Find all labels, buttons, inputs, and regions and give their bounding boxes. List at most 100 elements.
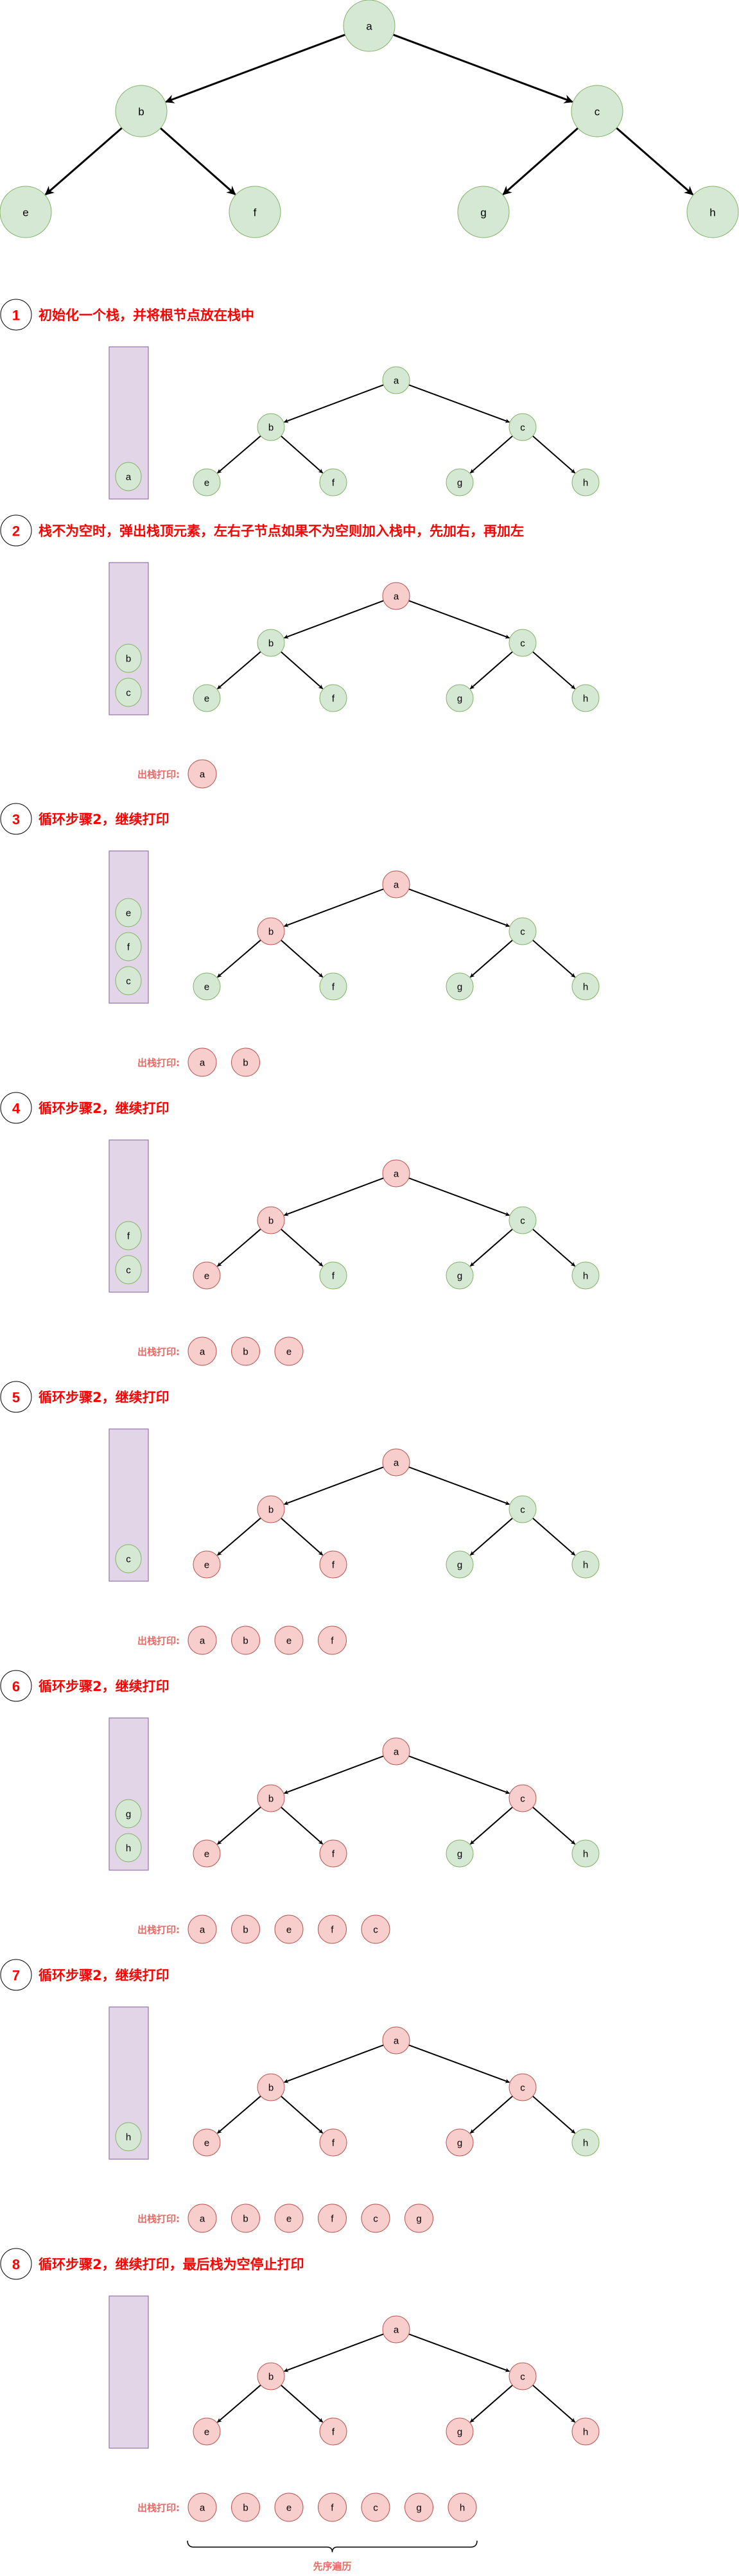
tree-edge-b-e xyxy=(217,1517,261,1556)
node-label: g xyxy=(457,2138,462,2149)
node-circle xyxy=(446,1839,474,1868)
output-item-h: h xyxy=(448,2493,477,2522)
tree-edge-a-b xyxy=(283,1755,384,1794)
node-circle xyxy=(257,917,285,945)
output-item-b: b xyxy=(231,1625,260,1655)
output-item-e: e xyxy=(274,2493,304,2522)
output-label: 出栈打印: xyxy=(137,1346,180,1358)
node-circle xyxy=(193,2128,221,2157)
tree-node-e: e xyxy=(193,1261,221,1290)
output-item-circle xyxy=(187,1047,217,1077)
tree-edge-c-g xyxy=(469,2096,513,2134)
node-label: b xyxy=(268,1794,274,1805)
node-label: g xyxy=(457,694,462,705)
tree-node-c: c xyxy=(509,1495,537,1523)
node-circle xyxy=(193,2417,221,2446)
node-circle xyxy=(257,1784,285,1812)
tree-node-g: g xyxy=(446,2128,474,2157)
stack: fc xyxy=(109,1139,149,1293)
stack-item-circle xyxy=(115,678,142,707)
node-circle xyxy=(229,186,281,238)
node-label: c xyxy=(520,1794,525,1805)
tree-edge-c-h xyxy=(532,435,576,474)
node-circle xyxy=(257,413,285,441)
output-item-label: a xyxy=(200,1925,205,1936)
tree-edge-a-c xyxy=(408,1177,510,1216)
output-item-circle xyxy=(187,2493,217,2522)
node-circle xyxy=(319,1550,347,1579)
tree-edge-c-h xyxy=(532,1518,576,1556)
stack-item-label: c xyxy=(126,976,131,987)
tree-node-c: c xyxy=(509,2073,537,2101)
stack-item-circle xyxy=(115,644,142,673)
tree-edge-c-g xyxy=(469,435,513,474)
output-item-g: g xyxy=(404,2204,433,2233)
node-circle xyxy=(193,972,221,1001)
tree-node-a: a xyxy=(382,582,410,610)
tree-node-h: h xyxy=(571,1839,600,1868)
tree-node-a: a xyxy=(382,366,410,394)
output-item-b: b xyxy=(231,1336,260,1366)
tree-edge-c-h xyxy=(532,651,576,690)
node-label: e xyxy=(204,1271,209,1282)
node-label: a xyxy=(394,880,399,891)
node-circle xyxy=(571,972,600,1001)
tree-node-f: f xyxy=(319,2128,347,2157)
stack-item-g: g xyxy=(115,1799,142,1828)
node-circle xyxy=(382,1448,410,1476)
stack: bc xyxy=(109,562,149,715)
output-item-b: b xyxy=(231,1047,260,1077)
node-label: e xyxy=(204,2427,209,2438)
node-circle xyxy=(457,186,510,238)
output-item-label: c xyxy=(373,2214,378,2225)
output-item-circle xyxy=(274,1625,304,1655)
node-label: b xyxy=(268,638,274,649)
tree-node-f: f xyxy=(229,186,281,238)
step-number-badge xyxy=(0,2248,32,2280)
output-item-label: b xyxy=(243,1925,248,1936)
output-label: 出栈打印: xyxy=(137,769,180,780)
tree-edge-b-f xyxy=(281,651,324,690)
stack: h xyxy=(109,2006,149,2160)
node-label: c xyxy=(520,638,525,649)
tree-edge-c-h xyxy=(616,127,694,196)
tree-node-a: a xyxy=(382,1159,410,1187)
node-circle xyxy=(509,1784,537,1812)
node-circle xyxy=(571,1261,600,1290)
tree-node-c: c xyxy=(509,2362,537,2390)
step-title: 循环步骤2，继续打印 xyxy=(39,1101,170,1116)
node-label: b xyxy=(268,927,274,938)
tree-node-c: c xyxy=(509,413,537,441)
tree-node-b: b xyxy=(257,1495,285,1523)
output-item-label: b xyxy=(243,1347,248,1358)
tree-node-e: e xyxy=(193,468,221,496)
tree-node-h: h xyxy=(686,186,739,238)
node-label: f xyxy=(332,1849,335,1860)
output-item-circle xyxy=(231,1047,260,1077)
tree-edge-b-f xyxy=(281,435,324,474)
stack: a xyxy=(109,346,149,500)
tree-node-b: b xyxy=(257,1784,285,1812)
output-item-e: e xyxy=(274,1336,304,1366)
tree-edge-c-g xyxy=(469,1518,513,1556)
step-title: 循环步骤2，继续打印 xyxy=(39,1679,170,1694)
tree-node-e: e xyxy=(193,972,221,1001)
node-circle xyxy=(382,1737,410,1766)
stack-item-label: c xyxy=(126,688,131,699)
node-circle xyxy=(686,186,739,238)
node-circle xyxy=(446,468,474,496)
node-label: f xyxy=(332,478,335,489)
tree-edge-c-h xyxy=(532,1229,576,1267)
node-label: f xyxy=(332,1271,335,1282)
node-label: a xyxy=(394,1458,399,1469)
tree-edge-b-f xyxy=(281,1518,324,1556)
output-item-label: b xyxy=(243,1058,248,1069)
stack-item-label: f xyxy=(127,942,130,953)
node-label: a xyxy=(394,2036,399,2047)
output-label: 出栈打印: xyxy=(137,1057,180,1069)
